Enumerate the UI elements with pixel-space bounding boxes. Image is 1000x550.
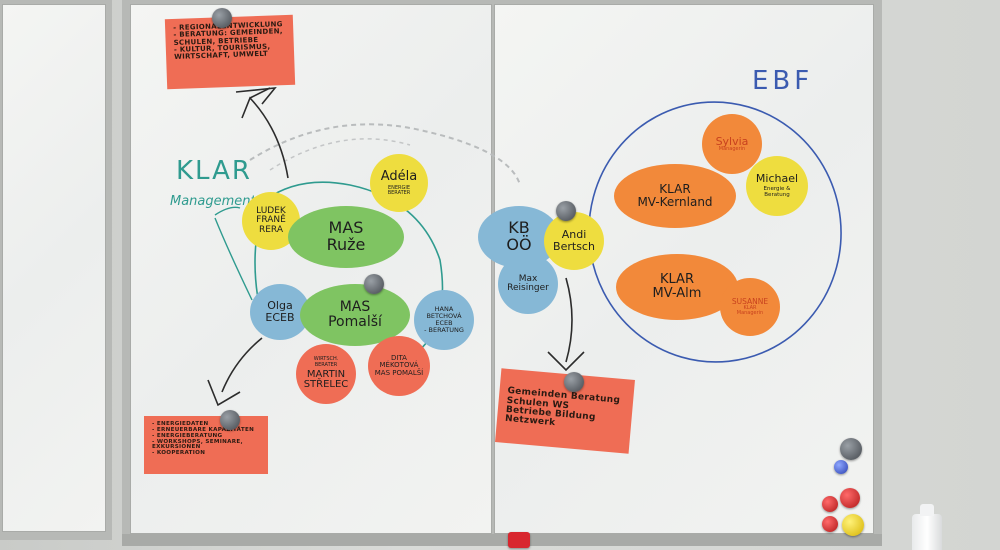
note-michael-name: Michael: [755, 172, 799, 186]
spare-magnet-red: [840, 488, 860, 508]
magnet-pin: [564, 372, 584, 392]
spare-magnet-red: [822, 496, 838, 512]
note-sylvia: Sylvia Managerin: [702, 114, 762, 174]
arrow-down: [565, 277, 573, 363]
note-klar-alm: KLAR MV-Alm: [616, 254, 738, 320]
marker-tray: [122, 534, 882, 546]
left-side-panel: [2, 4, 106, 532]
note-mas-pomalsi: MAS Pomalší: [300, 284, 410, 346]
note-michael-role: Energie & Beratung: [763, 186, 791, 198]
spare-magnet-blue: [834, 460, 848, 474]
note-regional-development: - REGIONALENTWICKLUNG - BERATUNG: GEMEIN…: [164, 14, 296, 90]
spare-magnet-red: [822, 516, 838, 532]
note-martin-name: MARTIN STŘELEC: [303, 368, 349, 391]
spare-magnet-yellow: [842, 514, 864, 536]
note-susanne: SUSANNE KLAR Managerin: [720, 278, 780, 336]
magnet-pin: [220, 410, 240, 430]
note-sylvia-name: Sylvia: [715, 134, 749, 148]
arrow-down-left: [221, 337, 263, 393]
teal-line-2: [214, 206, 241, 216]
note-adela: Adéla ENERGIE BERATER: [370, 154, 428, 212]
note-klar-kernland: KLAR MV-Kernland: [614, 164, 736, 228]
dashed-arc-inner: [269, 138, 411, 171]
note-hana: HANA BETCHOVÁ ECEB - BERATUNG: [414, 290, 474, 350]
note-andi: Andi Bertsch: [544, 212, 604, 270]
magnet-pin: [556, 201, 576, 221]
magnet-pin: [212, 8, 232, 28]
ebf-handwriting: EBF: [752, 66, 814, 96]
note-susanne-role: KLAR Managerin: [736, 304, 764, 316]
note-adela-name: Adéla: [380, 168, 418, 184]
teal-line-1: [214, 217, 253, 301]
note-adela-role: ENERGIE BERATER: [387, 184, 411, 196]
klar-handwriting: KLAR: [176, 156, 252, 186]
spray-bottle: [912, 514, 942, 550]
spray-bottle-cap: [920, 504, 934, 516]
note-martin: WIRTSCH. BERATER MARTIN STŘELEC: [296, 344, 356, 404]
marker-red: [508, 532, 530, 548]
note-energy-topics: - ENERGIEDATEN - ERNEUERBARE KAPAZITÄTEN…: [144, 416, 268, 474]
arrow-up: [241, 87, 289, 179]
note-max: Max Reisinger: [498, 254, 558, 314]
magnet-pin: [364, 274, 384, 294]
note-sylvia-role: Managerin: [718, 146, 746, 153]
spare-magnet-gray: [840, 438, 862, 460]
note-mas-ruze: MAS Ruže: [288, 206, 404, 268]
management-handwriting: Management: [170, 194, 256, 209]
note-susanne-name: SUSANNE: [731, 296, 769, 306]
note-michael: Michael Energie & Beratung: [746, 156, 808, 216]
note-dita: DITA MÉKOTOVÁ MAS POMALŠÍ: [368, 336, 430, 396]
note-martin-role: WIRTSCH. BERATER: [313, 356, 339, 368]
